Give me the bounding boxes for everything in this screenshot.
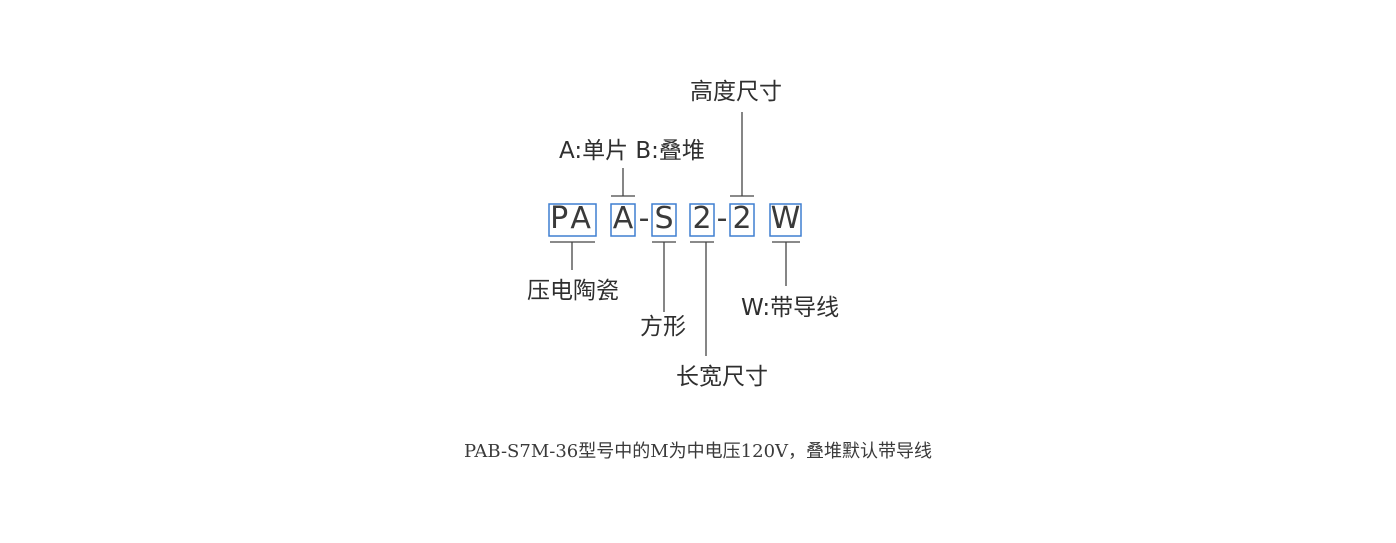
box-s (651, 203, 677, 237)
code-dash-1: - (638, 201, 650, 236)
box-w (769, 203, 802, 237)
label-with-lead: W:带导线 (741, 295, 840, 321)
label-length-width-size: 长宽尺寸 (676, 364, 768, 390)
code-2-a: 2 (692, 201, 712, 236)
label-type: A:单片 B:叠堆 (559, 138, 705, 164)
code-a: A (612, 201, 634, 236)
code-2-b: 2 (732, 201, 752, 236)
label-piezo-ceramic: 压电陶瓷 (527, 278, 619, 304)
label-height-size: 高度尺寸 (690, 79, 782, 105)
box-pa (548, 203, 597, 237)
box-2a (689, 203, 715, 237)
code-s: S (654, 201, 674, 236)
label-square: 方形 (640, 314, 686, 340)
code-pa: PA (550, 201, 595, 236)
box-a (610, 203, 636, 237)
caption-note: PAB-S7M-36型号中的M为中电压120V，叠堆默认带导线 (463, 441, 933, 462)
code-dash-2: - (716, 201, 728, 236)
code-w: W (770, 201, 801, 236)
box-2b (729, 203, 755, 237)
